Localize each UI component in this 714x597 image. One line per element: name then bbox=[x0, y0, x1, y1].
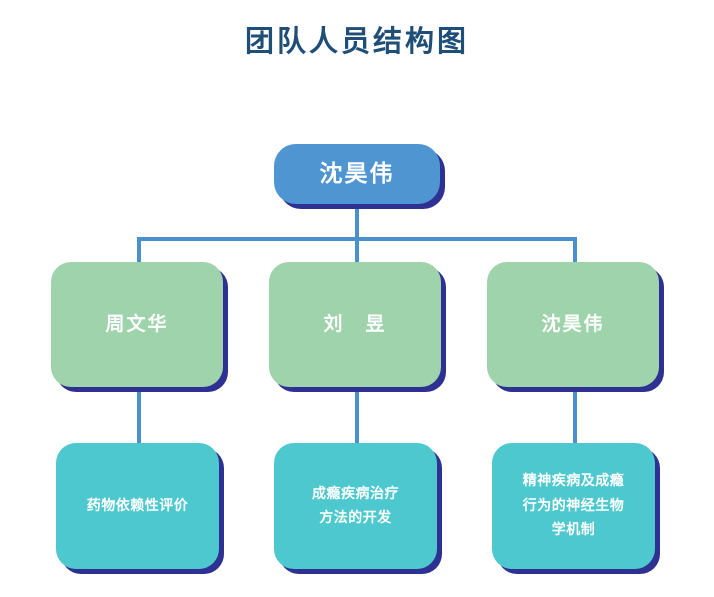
org-node-topic-3-label: 精神疾病及成瘾 行为的神经生物 学机制 bbox=[522, 473, 625, 539]
org-node-root-label: 沈昊伟 bbox=[319, 160, 395, 187]
connector-member-1-to-topic-1 bbox=[137, 387, 141, 443]
connector-root-stem bbox=[355, 203, 359, 237]
connector-member-2-to-topic-2 bbox=[355, 387, 359, 443]
page-title: 团队人员结构图 bbox=[244, 24, 469, 58]
org-node-topic-1-label: 药物依赖性评价 bbox=[86, 497, 189, 514]
connector-member-3-to-topic-3 bbox=[573, 387, 577, 443]
org-node-member-2[interactable]: 刘 昱 bbox=[269, 262, 441, 387]
org-node-topic-1[interactable]: 药物依赖性评价 bbox=[56, 443, 219, 569]
org-node-member-3[interactable]: 沈昊伟 bbox=[487, 262, 659, 387]
org-node-member-2-label: 刘 昱 bbox=[323, 313, 387, 336]
connector-bus-to-member-3 bbox=[573, 237, 577, 263]
org-node-member-1[interactable]: 周文华 bbox=[51, 262, 223, 387]
org-node-root[interactable]: 沈昊伟 bbox=[274, 144, 440, 204]
connector-bus-to-member-2 bbox=[355, 237, 359, 263]
org-node-topic-2-label: 成瘾疾病治疗 方法的开发 bbox=[312, 485, 399, 527]
org-node-member-1-label: 周文华 bbox=[105, 313, 169, 336]
org-node-topic-3[interactable]: 精神疾病及成瘾 行为的神经生物 学机制 bbox=[492, 443, 655, 569]
org-node-member-3-label: 沈昊伟 bbox=[541, 313, 605, 336]
org-node-topic-2[interactable]: 成瘾疾病治疗 方法的开发 bbox=[274, 443, 437, 569]
connector-bus-to-member-1 bbox=[137, 237, 141, 263]
